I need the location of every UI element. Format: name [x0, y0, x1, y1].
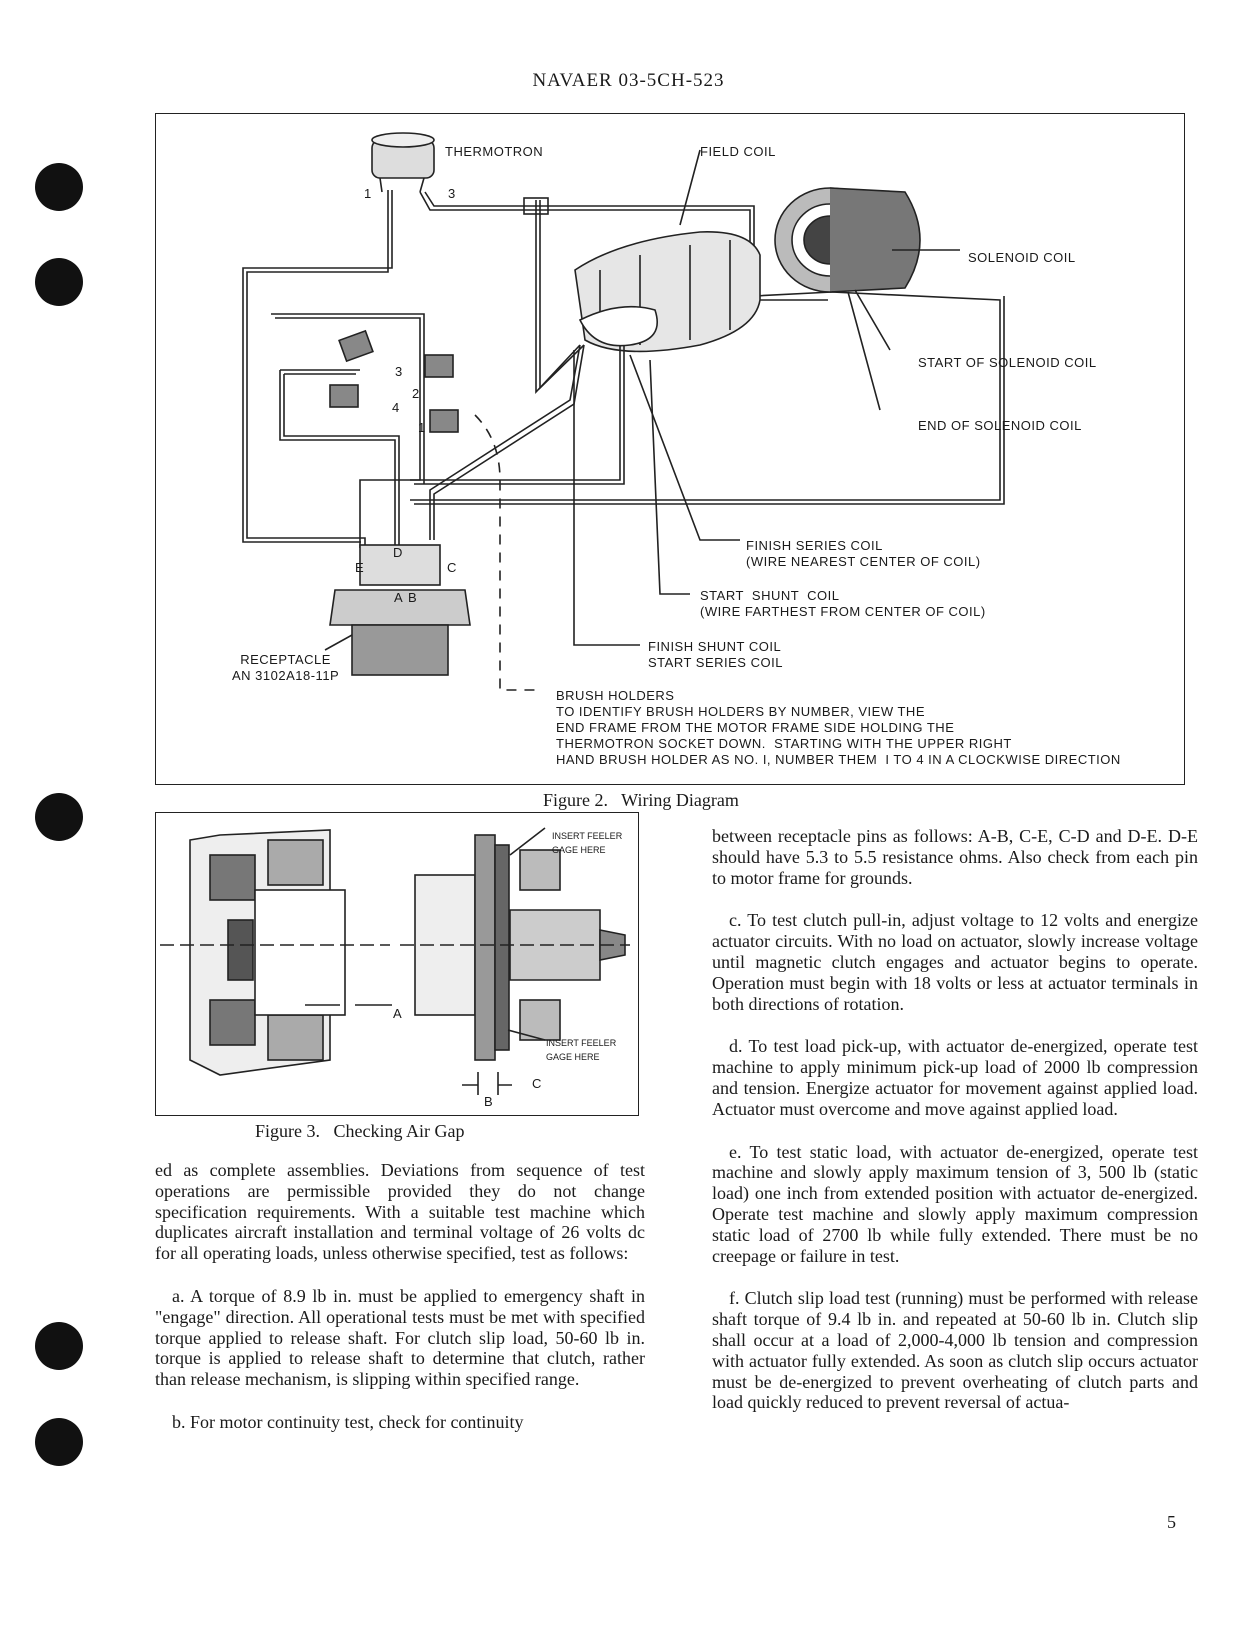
paragraph-b: b. For motor continuity test, check for …: [172, 1411, 524, 1432]
paragraph-a: a. A torque of 8.9 lb in. must be applie…: [155, 1285, 645, 1390]
right-column: between receptacle pins as follows: A-B,…: [712, 826, 1198, 1435]
label-finish-shunt-coil: FINISH SHUNT COIL START SERIES COIL: [648, 639, 783, 670]
label-brush-2: 2: [412, 386, 420, 401]
paragraph-f: f. Clutch slip load test (running) must …: [712, 1288, 1198, 1413]
figure-2-caption: Figure 2. Wiring Diagram: [543, 790, 739, 810]
label-start-of-solenoid-coil: START OF SOLENOID COIL: [918, 355, 1097, 370]
label-field-coil: FIELD COIL: [700, 144, 776, 159]
paragraph-continuation: ed as complete assemblies. Deviations fr…: [155, 1160, 645, 1264]
label-brush-3: 3: [395, 364, 403, 379]
label-gap-b: B: [484, 1094, 494, 1109]
paragraph-d: d. To test load pick-up, with actuator d…: [712, 1036, 1198, 1119]
label-solenoid-coil: SOLENOID COIL: [968, 250, 1076, 265]
label-receptacle: RECEPTACLE AN 3102A18-11P: [232, 652, 340, 683]
label-pin-c: C: [447, 560, 457, 575]
binder-hole: [35, 793, 83, 841]
document-header: NAVAER 03-5CH-523: [532, 70, 725, 91]
paragraph-b-continuation: between receptacle pins as follows: A-B,…: [712, 826, 1198, 888]
label-brush-4: 4: [392, 400, 400, 415]
binder-hole: [35, 1322, 83, 1370]
paragraph-c: c. To test clutch pull-in, adjust voltag…: [712, 910, 1198, 1014]
label-brush-holders-note: BRUSH HOLDERS TO IDENTIFY BRUSH HOLDERS …: [556, 688, 1121, 767]
page-number: 5: [1167, 1512, 1176, 1532]
figure-3-caption: Figure 3. Checking Air Gap: [255, 1121, 465, 1141]
label-gap-c: C: [532, 1076, 542, 1091]
label-thermotron: THERMOTRON: [445, 144, 544, 159]
label-pin-d: D: [393, 545, 403, 560]
label-start-shunt-coil: START SHUNT COIL (WIRE FARTHEST FROM CEN…: [700, 588, 986, 619]
label-insert-feeler-gage-bottom: INSERT FEELER GAGE HERE: [546, 1038, 617, 1062]
label-brush-1: 1: [418, 420, 426, 435]
label-pin-e: E: [355, 560, 365, 575]
figure-3-frame: [155, 812, 639, 1116]
label-end-of-solenoid-coil: END OF SOLENOID COIL: [918, 418, 1082, 433]
paragraph-e: e. To test static load, with actuator de…: [712, 1141, 1198, 1266]
binder-hole: [35, 258, 83, 306]
label-pin-a: A: [394, 590, 404, 605]
label-thermotron-pin-1: 1: [364, 186, 372, 201]
binder-hole: [35, 163, 83, 211]
label-gap-a: A: [393, 1006, 403, 1021]
label-finish-series-coil: FINISH SERIES COIL (WIRE NEAREST CENTER …: [746, 538, 981, 569]
label-pin-b: B: [408, 590, 418, 605]
label-thermotron-pin-3: 3: [448, 186, 456, 201]
label-insert-feeler-gage-top: INSERT FEELER GAGE HERE: [552, 831, 623, 855]
figure-2-frame: [155, 113, 1185, 785]
left-column: ed as complete assemblies. Deviations fr…: [155, 1160, 645, 1455]
binder-hole: [35, 1418, 83, 1466]
